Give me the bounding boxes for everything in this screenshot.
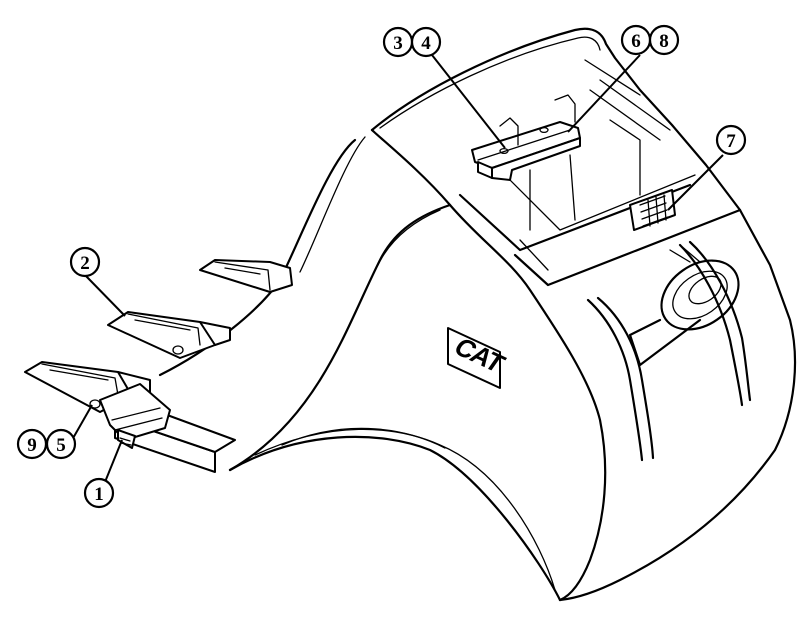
callout-1: 1 <box>83 477 115 509</box>
hinge-boss <box>628 244 740 367</box>
cat-logo: CAT <box>447 327 511 389</box>
leader-lines <box>71 54 724 483</box>
callout-8: 8 <box>648 24 680 56</box>
callout-4-label: 4 <box>421 33 431 54</box>
adapter-assembly <box>99 383 171 449</box>
tooth-middle <box>107 311 231 359</box>
nameplate <box>629 189 676 231</box>
callout-3: 3 <box>382 26 414 58</box>
callout-5: 5 <box>45 428 77 460</box>
rear-crossbars <box>458 59 742 287</box>
callout-2-label: 2 <box>80 253 90 274</box>
leader-5-9 <box>71 404 93 441</box>
leader-1 <box>104 439 123 483</box>
callout-8-label: 8 <box>659 31 669 52</box>
callout-9-label: 9 <box>27 435 37 456</box>
leader-3-4 <box>431 54 506 149</box>
callout-6-label: 6 <box>631 31 641 52</box>
callout-4: 4 <box>410 26 442 58</box>
callout-1-label: 1 <box>94 484 104 505</box>
leader-7 <box>667 154 724 211</box>
tooth-rear <box>199 259 293 293</box>
top-bracket <box>471 94 581 181</box>
callout-5-label: 5 <box>56 435 66 456</box>
callout-3-label: 3 <box>393 33 403 54</box>
callout-2: 2 <box>69 246 101 278</box>
callout-9: 9 <box>16 428 48 460</box>
side-ribs <box>586 240 752 462</box>
leader-6-8 <box>567 54 641 133</box>
callout-7-label: 7 <box>726 131 736 152</box>
leader-2 <box>84 274 126 317</box>
callout-6: 6 <box>620 24 652 56</box>
callout-7: 7 <box>715 124 747 156</box>
